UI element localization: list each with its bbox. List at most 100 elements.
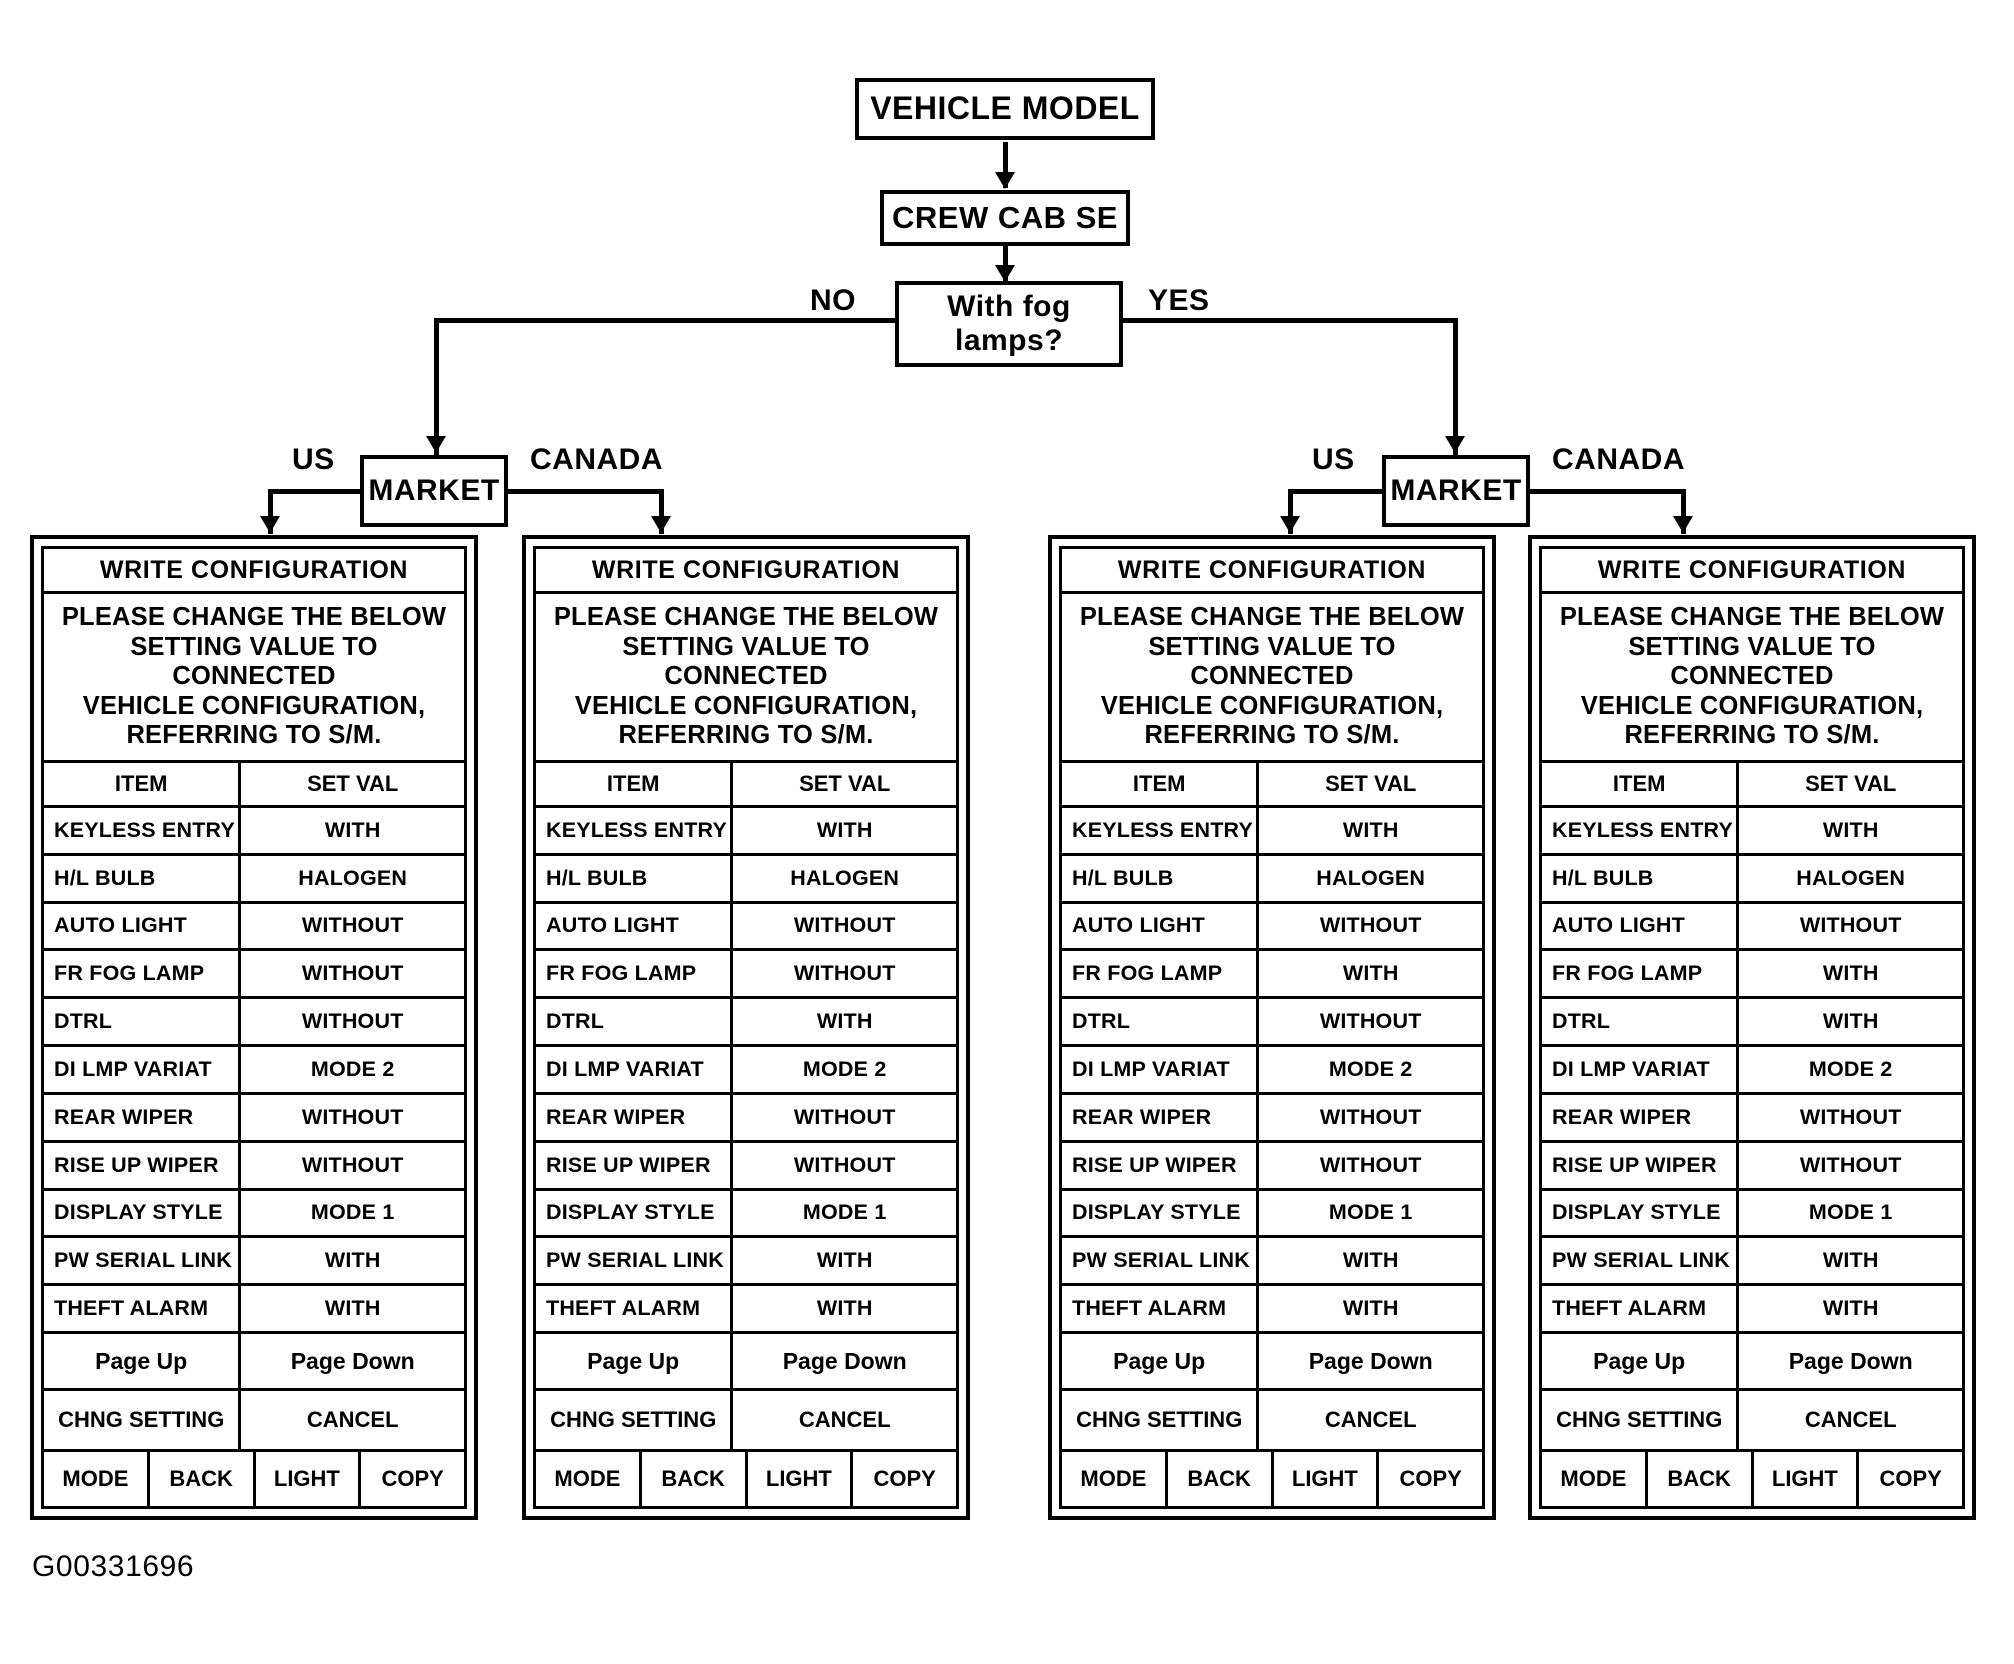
- panel-title: WRITE CONFIGURATION: [44, 549, 464, 594]
- row-set-value: WITH: [324, 817, 381, 842]
- copy-button[interactable]: COPY: [1879, 1466, 1942, 1491]
- page-down-button[interactable]: Page Down: [782, 1347, 907, 1374]
- back-button[interactable]: BACK: [642, 1452, 748, 1506]
- copy-button[interactable]: COPY: [381, 1466, 444, 1491]
- row-item-label: DTRL: [1062, 999, 1260, 1045]
- chng-setting-button[interactable]: CHNG SETTING: [1062, 1391, 1260, 1449]
- light-button[interactable]: LIGHT: [256, 1452, 362, 1506]
- row-item-label: DISPLAY STYLE: [1542, 1190, 1740, 1236]
- cancel-button[interactable]: CANCEL: [306, 1407, 399, 1432]
- edge-label-no: NO: [810, 284, 856, 317]
- mode-button[interactable]: MODE: [536, 1452, 642, 1506]
- chng-setting-button[interactable]: CHNG SETTING: [536, 1391, 734, 1449]
- column-header-setval: SET VAL: [799, 770, 891, 796]
- chng-setting-button[interactable]: CHNG SETTING: [1542, 1391, 1740, 1449]
- edge-vehicle-to-crewcab-arrow: [995, 172, 1015, 189]
- page-up-button[interactable]: Page Up: [1062, 1334, 1260, 1388]
- action-row: CHNG SETTING CANCEL: [1062, 1391, 1482, 1452]
- panel-message-line: REFERRING TO S/M.: [1144, 721, 1400, 750]
- panel-message-line: VEHICLE CONFIGURATION,: [1100, 691, 1444, 720]
- edge-vehicle-to-crewcab-line: [1003, 142, 1008, 188]
- cancel-button[interactable]: CANCEL: [798, 1407, 891, 1432]
- row-item-label: H/L BULB: [44, 855, 242, 901]
- page-up-button[interactable]: Page Up: [1542, 1334, 1740, 1388]
- copy-button[interactable]: COPY: [1399, 1466, 1462, 1491]
- row-item-label: FR FOG LAMP: [1062, 951, 1260, 997]
- page-down-button[interactable]: Page Down: [1788, 1347, 1913, 1374]
- row-set-value: MODE 2: [1808, 1056, 1893, 1081]
- copy-button[interactable]: COPY: [873, 1466, 936, 1491]
- page-up-button[interactable]: Page Up: [44, 1334, 242, 1388]
- row-item-label: KEYLESS ENTRY: [536, 807, 734, 853]
- light-button[interactable]: LIGHT: [1274, 1452, 1380, 1506]
- row-set-value: WITH: [816, 1248, 873, 1273]
- cancel-button[interactable]: CANCEL: [1324, 1407, 1417, 1432]
- row-set-value: WITH: [1342, 1296, 1399, 1321]
- light-button[interactable]: LIGHT: [748, 1452, 854, 1506]
- cancel-button[interactable]: CANCEL: [1804, 1407, 1897, 1432]
- back-button[interactable]: BACK: [1648, 1452, 1754, 1506]
- back-button[interactable]: BACK: [150, 1452, 256, 1506]
- row-set-value: WITHOUT: [793, 913, 896, 938]
- edge-market-right-canada-arrow: [1673, 516, 1693, 533]
- mode-button[interactable]: MODE: [1062, 1452, 1168, 1506]
- page-down-button[interactable]: Page Down: [290, 1347, 415, 1374]
- chng-setting-button[interactable]: CHNG SETTING: [44, 1391, 242, 1449]
- mode-button[interactable]: MODE: [1542, 1452, 1648, 1506]
- page-down-button[interactable]: Page Down: [1308, 1347, 1433, 1374]
- light-button[interactable]: LIGHT: [1754, 1452, 1860, 1506]
- back-button[interactable]: BACK: [1168, 1452, 1274, 1506]
- column-header-setval: SET VAL: [1805, 770, 1897, 796]
- mode-button[interactable]: MODE: [44, 1452, 150, 1506]
- row-set-value: WITHOUT: [1799, 1152, 1902, 1177]
- page-up-button[interactable]: Page Up: [536, 1334, 734, 1388]
